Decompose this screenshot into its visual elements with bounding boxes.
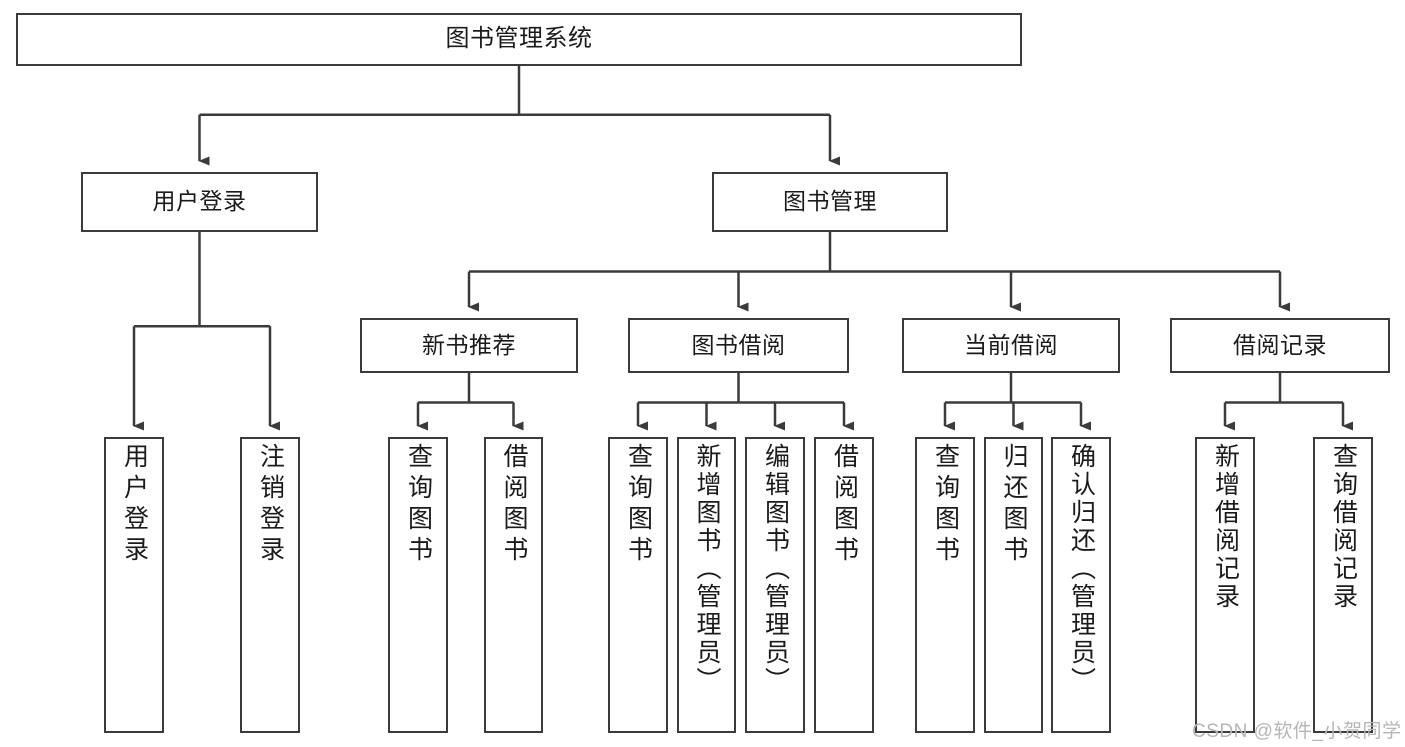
leaf-confirm-return-admin[interactable]: 确认归还（管理员） <box>1051 437 1111 733</box>
node-label: 图书管理系统 <box>445 25 593 53</box>
leaf-borrow-book-recommendation[interactable]: 借阅图书 <box>484 437 543 733</box>
leaf-query-book-current[interactable]: 查询图书 <box>915 437 975 733</box>
node-root-book-management-system[interactable]: 图书管理系统 <box>16 13 1022 66</box>
node-book-borrow[interactable]: 图书借阅 <box>628 318 849 373</box>
node-label: 当前借阅 <box>964 331 1058 358</box>
node-label: 注销登录 <box>256 443 285 567</box>
node-label: 借阅图书 <box>830 443 859 567</box>
node-label: 图书管理 <box>783 188 877 215</box>
node-new-book-recommendation[interactable]: 新书推荐 <box>360 318 578 373</box>
node-label: 新书推荐 <box>422 331 516 358</box>
node-label: 新增图书（管理员） <box>693 443 721 695</box>
leaf-add-borrow-record[interactable]: 新增借阅记录 <box>1195 437 1255 733</box>
leaf-query-borrow-record[interactable]: 查询借阅记录 <box>1313 437 1373 733</box>
csdn-watermark: CSDN @软件_小贺同学 <box>1192 721 1402 742</box>
node-label: 确认归还（管理员） <box>1067 443 1096 695</box>
node-label: 查询图书 <box>624 443 653 567</box>
leaf-borrow-book[interactable]: 借阅图书 <box>814 437 874 733</box>
node-book-management[interactable]: 图书管理 <box>712 172 948 232</box>
node-label: 归还图书 <box>1000 443 1028 567</box>
node-label: 查询图书 <box>404 443 433 567</box>
node-label: 编辑图书（管理员） <box>761 443 790 695</box>
node-label: 图书借阅 <box>691 331 786 358</box>
node-user-login[interactable]: 用户登录 <box>81 172 318 232</box>
leaf-add-book-admin[interactable]: 新增图书（管理员） <box>677 437 736 733</box>
leaf-query-book-recommendation[interactable]: 查询图书 <box>388 437 448 733</box>
leaf-user-logout[interactable]: 注销登录 <box>240 437 300 733</box>
leaf-user-login[interactable]: 用户登录 <box>104 437 164 733</box>
node-label: 借阅记录 <box>1233 331 1327 358</box>
node-label: 借阅图书 <box>500 443 528 567</box>
node-label: 用户登录 <box>120 443 149 567</box>
node-label: 用户登录 <box>152 188 247 215</box>
leaf-return-book[interactable]: 归还图书 <box>984 437 1043 733</box>
node-current-borrow[interactable]: 当前借阅 <box>902 318 1120 373</box>
node-label: 查询图书 <box>931 443 960 567</box>
node-label: 查询借阅记录 <box>1329 443 1358 611</box>
leaf-edit-book-admin[interactable]: 编辑图书（管理员） <box>745 437 805 733</box>
leaf-query-book-borrow[interactable]: 查询图书 <box>608 437 668 733</box>
node-label: 新增借阅记录 <box>1211 443 1240 611</box>
node-borrow-record[interactable]: 借阅记录 <box>1170 318 1390 373</box>
